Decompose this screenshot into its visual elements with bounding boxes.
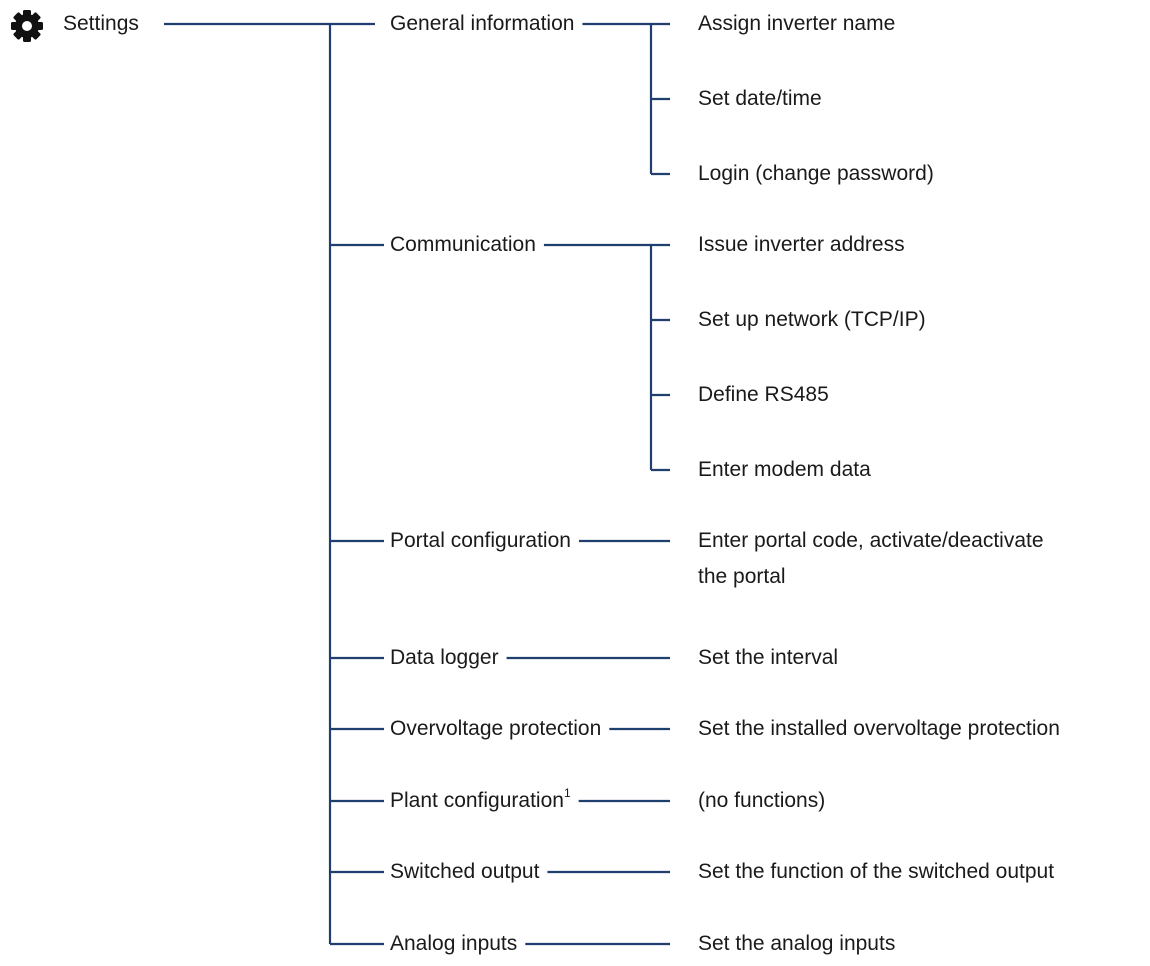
footnote-marker: 1 [563,786,571,800]
item-set-the-interval: Set the interval [698,644,839,672]
item-enter-modem-data: Enter modem data [698,456,871,484]
item-set-the-analog-inputs: Set the analog inputs [698,930,896,958]
item-set-up-network-tcp-ip: Set up network (TCP/IP) [698,306,926,334]
item-set-the-function-of-the-switched-output: Set the function of the switched output [698,858,1055,886]
settings-root-label: Settings [63,10,139,38]
item-the-portal: the portal [698,563,786,591]
item-set-the-installed-overvoltage-protection: Set the installed overvoltage protection [698,715,1060,743]
gear-icon [11,10,43,42]
category-overvoltage-protection: Overvoltage protection [390,715,602,743]
category-portal-configuration: Portal configuration [390,527,571,555]
item-no-functions: (no functions) [698,787,826,815]
category-general-information: General information [390,10,575,38]
item-set-date-time: Set date/time [698,85,822,113]
category-switched-output: Switched output [390,858,540,886]
category-plant-configuration: Plant configuration1 [390,787,571,815]
item-enter-portal-code-activate-deactivate: Enter portal code, activate/deactivate [698,527,1044,555]
category-analog-inputs: Analog inputs [390,930,518,958]
item-define-rs485: Define RS485 [698,381,829,409]
category-data-logger: Data logger [390,644,499,672]
item-assign-inverter-name: Assign inverter name [698,10,896,38]
item-login-change-password: Login (change password) [698,160,934,188]
category-communication: Communication [390,231,536,259]
item-issue-inverter-address: Issue inverter address [698,231,905,259]
